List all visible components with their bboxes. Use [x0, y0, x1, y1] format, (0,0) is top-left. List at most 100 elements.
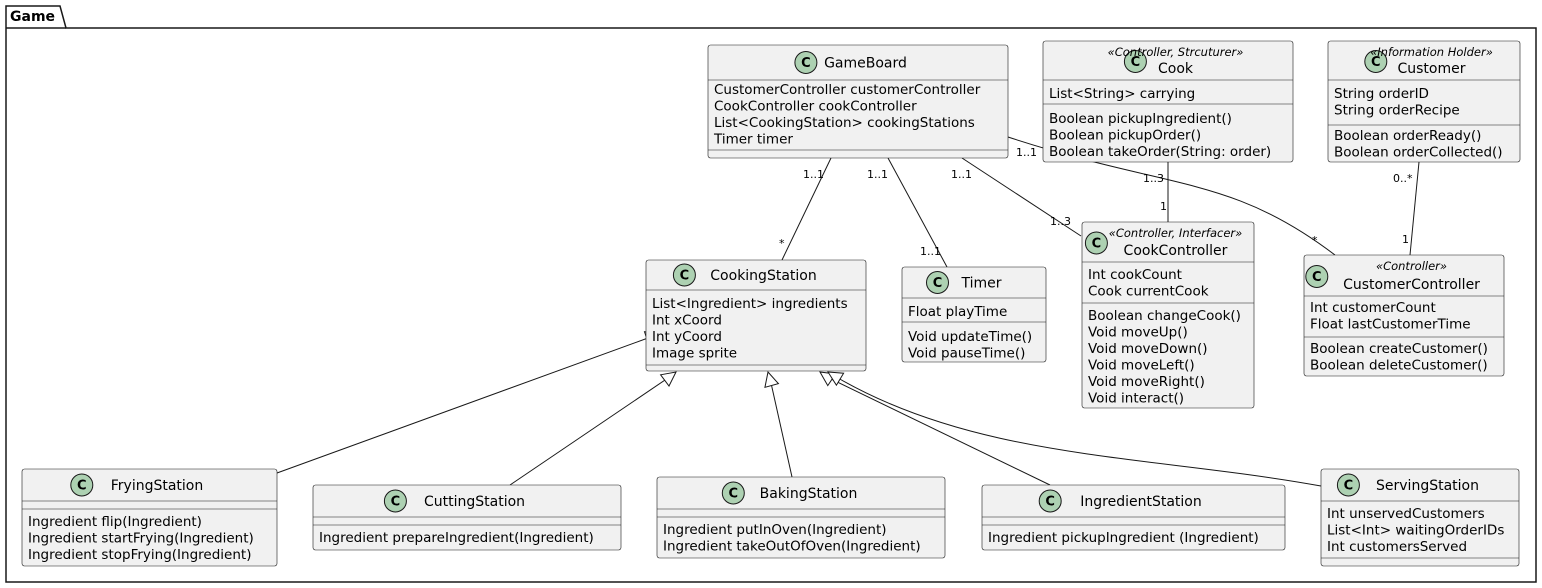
class-attribute: List<Ingredient> ingredients: [652, 296, 848, 312]
class-method: Ingredient takeOutOfOven(Ingredient): [663, 539, 921, 555]
class-attribute: Cook currentCook: [1088, 284, 1209, 300]
class-c-icon: C: [1123, 50, 1147, 73]
class-method: Void updateTime(): [908, 329, 1032, 345]
class-method: Void pauseTime(): [908, 346, 1025, 362]
multiplicity-from: 1..1: [803, 168, 824, 181]
generalization-bakingstation-cookingstation: [764, 370, 793, 478]
multiplicity-from: 0..*: [1393, 172, 1413, 185]
class-method: Ingredient startFrying(Ingredient): [28, 531, 254, 547]
class-attribute: List<Int> waitingOrderIDs: [1327, 523, 1504, 539]
class-name: BakingStation: [760, 486, 858, 502]
class-attribute: Float lastCustomerTime: [1310, 317, 1471, 333]
class-method: Ingredient pickupIngredient (Ingredient): [988, 530, 1259, 546]
class-name: GameBoard: [824, 56, 907, 72]
class-name: Timer: [960, 276, 1001, 292]
association-line: [961, 157, 1082, 237]
class-attribute: List<String> carrying: [1049, 86, 1195, 102]
class-attribute: CustomerController customerController: [714, 82, 981, 98]
generalization-line: [837, 377, 1322, 487]
inheritance-arrowhead: [764, 370, 780, 389]
relationship-edges: 1..1*1..11..11..11..31..1*1..310..*1: [276, 136, 1420, 487]
class-c-icon: C: [1038, 489, 1062, 513]
class-method: Boolean takeOrder(String: order): [1049, 144, 1271, 160]
class-c-icon: C: [926, 271, 949, 294]
class-method: Boolean orderCollected(): [1334, 145, 1503, 161]
inheritance-arrowhead: [827, 371, 845, 387]
inheritance-arrowhead: [659, 371, 677, 387]
svg-text:C: C: [801, 56, 811, 71]
class-name: CustomerController: [1343, 277, 1480, 293]
class-stereotype: «Controller, Strcuturer»: [1108, 45, 1244, 59]
svg-text:C: C: [933, 276, 943, 291]
multiplicity-to: *: [779, 237, 785, 250]
class-box: [1320, 468, 1520, 567]
class-ingredientstation: IngredientStation C Ingredient pickupIngre…: [981, 484, 1286, 551]
class-attribute: CookController cookController: [714, 99, 917, 115]
class-c-icon: C: [1336, 473, 1360, 497]
svg-text:C: C: [1344, 479, 1354, 494]
multiplicity-from: 1..1: [951, 168, 972, 181]
svg-text:C: C: [1131, 55, 1141, 70]
class-method: Void moveLeft(): [1088, 358, 1195, 374]
generalization-ingredientstation-cookingstation: [819, 371, 1051, 486]
class-name: CookController: [1124, 243, 1228, 259]
class-method: Boolean pickupOrder(): [1049, 128, 1201, 144]
class-method: Boolean orderReady(): [1334, 128, 1481, 144]
class-attribute: String orderID: [1334, 86, 1429, 102]
class-c-icon: C: [721, 481, 745, 505]
svg-text:C: C: [1092, 237, 1102, 252]
class-attribute: Int xCoord: [652, 313, 722, 329]
svg-text:C: C: [1371, 55, 1381, 70]
package-label: Game: [10, 9, 55, 25]
association-line: [781, 157, 832, 261]
multiplicity-to: 1..3: [1050, 215, 1071, 228]
class-box: [1081, 221, 1255, 409]
class-attribute: Int cookCount: [1088, 267, 1182, 283]
multiplicity-from: 1..1: [1016, 146, 1037, 159]
generalization-line: [509, 377, 669, 486]
svg-text:C: C: [1045, 495, 1055, 510]
association-gameboard-cookingstation: 1..1 *: [779, 157, 832, 261]
class-box: [1303, 254, 1505, 377]
association-gameboard-timer: 1..1 1..1: [867, 157, 948, 268]
multiplicity-to: *: [1312, 234, 1318, 247]
multiplicity-from: 1..1: [867, 168, 888, 181]
class-c-icon: C: [1364, 50, 1388, 73]
class-attribute: Int customersServed: [1327, 539, 1467, 555]
class-stereotype: «Information Holder»: [1370, 45, 1493, 59]
class-c-icon: C: [1084, 231, 1108, 255]
class-method: Void moveRight(): [1088, 374, 1205, 390]
class-bakingstation: BakingStation C Ingredient putInOven(Ingre…: [656, 476, 946, 559]
generalization-line: [828, 377, 1051, 486]
multiplicity-to: 1: [1160, 200, 1167, 213]
class-c-icon: C: [70, 473, 94, 497]
multiplicity-to: 1..1: [920, 245, 941, 258]
class-attribute: Float playTime: [908, 304, 1007, 320]
class-attribute: List<CookingStation> cookingStations: [714, 115, 975, 131]
association-gameboard-cookcontroller: 1..1 1..3: [951, 157, 1082, 237]
class-method: Void moveDown(): [1088, 341, 1208, 357]
package-game: Game: [5, 5, 1537, 583]
class-method: Ingredient stopFrying(Ingredient): [28, 547, 251, 563]
class-box: [707, 44, 1009, 159]
generalization-line: [770, 382, 793, 478]
class-method: Boolean deleteCustomer(): [1310, 358, 1488, 374]
class-stereotype: «Controller»: [1376, 259, 1447, 273]
class-name: ServingStation: [1376, 478, 1479, 494]
class-name: FryingStation: [111, 478, 204, 494]
class-method: Void interact(): [1088, 391, 1184, 407]
class-c-icon: C: [383, 489, 407, 513]
association-line: [887, 157, 948, 268]
class-name: IngredientStation: [1080, 494, 1201, 510]
class-name: Cook: [1158, 61, 1194, 77]
class-method: Ingredient putInOven(Ingredient): [663, 522, 887, 538]
svg-text:C: C: [729, 487, 739, 502]
class-stereotype: «Controller, Interfacer»: [1109, 226, 1243, 240]
